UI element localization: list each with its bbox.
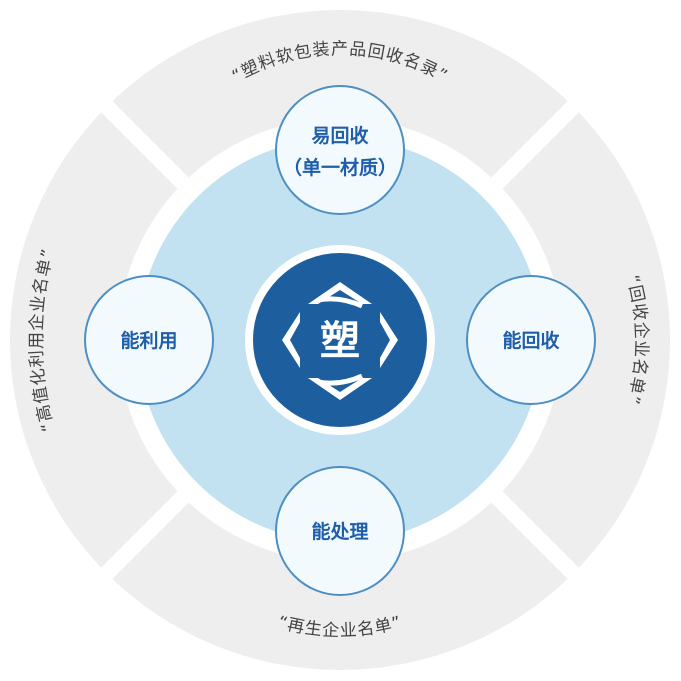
node-bottom-circle <box>275 466 405 596</box>
logo-character: 塑 <box>320 318 360 364</box>
node-right-label: 能回收 <box>502 329 559 352</box>
plastic-logo-icon <box>282 282 398 400</box>
node-top-circle <box>275 85 405 215</box>
node-top-line2: （单一材质） <box>283 156 397 179</box>
node-top-line1: 易回收 <box>311 124 368 147</box>
center-logo-disc <box>253 253 427 427</box>
node-bottom: 能处理 <box>275 466 405 596</box>
node-right: 能回收 <box>466 275 596 405</box>
node-left: 能利用 <box>84 275 214 405</box>
center-logo: 塑 <box>243 243 437 437</box>
node-top: 易回收 （单一材质） <box>275 85 405 215</box>
node-bottom-label: 能处理 <box>311 520 368 543</box>
node-left-circle <box>84 275 214 405</box>
node-left-label: 能利用 <box>120 329 177 352</box>
node-right-circle <box>466 275 596 405</box>
